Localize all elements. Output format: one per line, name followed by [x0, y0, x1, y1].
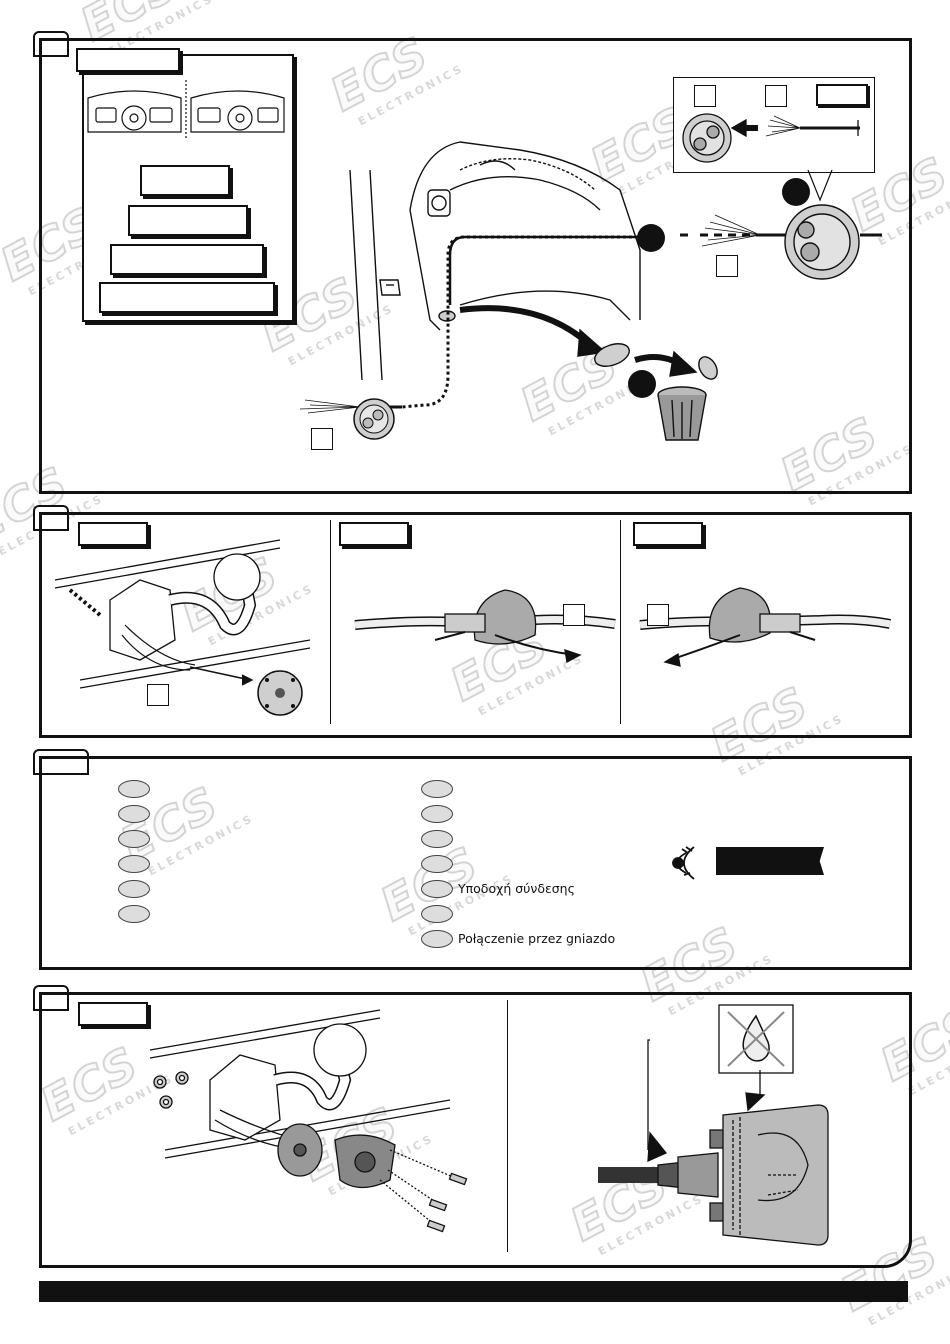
language-oval — [421, 805, 453, 823]
reference-box — [647, 604, 669, 626]
footer-black-bar — [39, 1281, 908, 1302]
language-oval — [118, 880, 150, 898]
panel-divider — [330, 520, 331, 724]
panel-3 — [39, 756, 912, 970]
panel-divider — [507, 1000, 508, 1252]
language-oval — [118, 855, 150, 873]
connection-label-polish: Połączenie przez gniazdo — [458, 931, 616, 946]
reference-box — [765, 85, 787, 107]
inset-label-box — [816, 84, 868, 106]
socket-mounting-illustration — [149, 1009, 468, 1233]
sub-step-tab — [339, 522, 409, 546]
no-water-drop-icon — [718, 1004, 794, 1074]
eye-icon — [672, 846, 695, 880]
panel-divider — [620, 520, 621, 724]
grommet-bottom — [353, 398, 395, 440]
connection-label-greek: Υποδοχή σύνδεσης — [458, 881, 575, 896]
car-trunk-illustration — [349, 141, 641, 381]
step-tab-3 — [33, 749, 89, 775]
grommet-insert-illustration — [682, 113, 860, 163]
grommet-large — [680, 204, 882, 280]
dashboard-illustrations — [87, 80, 285, 140]
inset-title-tab — [76, 48, 180, 72]
language-oval — [421, 830, 453, 848]
inset-label-box — [99, 282, 275, 313]
reference-box — [311, 428, 333, 450]
language-oval — [118, 830, 150, 848]
marker-dot — [782, 178, 810, 206]
language-oval — [421, 855, 453, 873]
reference-box — [694, 85, 716, 107]
language-oval — [421, 780, 453, 798]
socket-side-view — [598, 1039, 829, 1246]
sub-step-tab — [78, 522, 148, 546]
panel-1 — [39, 38, 912, 494]
sub-step-tab — [633, 522, 703, 546]
trash-bin-icon — [657, 386, 707, 441]
sub-step-tab — [78, 1002, 148, 1026]
language-oval — [421, 905, 453, 923]
reference-box — [563, 604, 585, 626]
panel-2 — [39, 512, 912, 738]
plug-removal — [459, 305, 718, 380]
inset-label-box — [140, 165, 230, 196]
language-oval — [118, 905, 150, 923]
socket-plate — [257, 670, 303, 716]
inset-label-box — [110, 244, 264, 275]
cable-through-plate-b — [639, 587, 891, 667]
marker-dot — [628, 370, 656, 398]
inset-label-box — [128, 205, 248, 236]
reference-box — [147, 684, 169, 706]
language-oval — [421, 930, 453, 948]
language-oval — [118, 780, 150, 798]
marker-dot — [637, 224, 665, 252]
cable-through-plate-a — [354, 589, 616, 664]
black-label-bar — [716, 847, 824, 875]
language-oval — [421, 880, 453, 898]
panel-4 — [39, 992, 912, 1268]
language-oval — [118, 805, 150, 823]
towbar-cable-illustration — [54, 539, 311, 689]
pointer-lines — [807, 169, 833, 202]
reference-box — [716, 255, 738, 277]
